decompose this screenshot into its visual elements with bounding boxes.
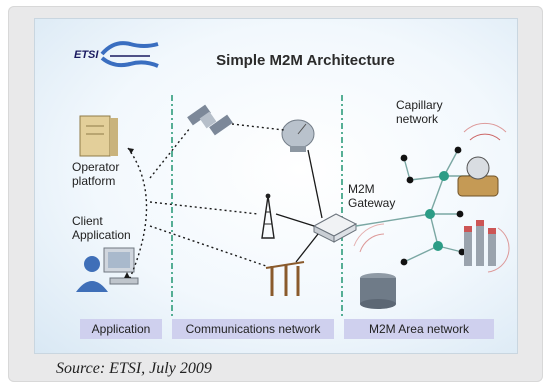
- domain-tab-communications: Communications network: [172, 319, 334, 339]
- capillary-links: [355, 149, 472, 263]
- bin-device-icon: [353, 223, 396, 309]
- domain-tab-application: Application: [80, 319, 162, 339]
- etsi-logo: ETSI: [74, 41, 159, 68]
- domain-tab-m2m-area: M2M Area network: [344, 319, 494, 339]
- capillary-nodes: [400, 146, 476, 266]
- satellite-icon: [187, 104, 233, 136]
- source-caption: Source: ETSI, July 2009: [56, 360, 212, 377]
- utility-pole-icon: [265, 261, 305, 296]
- diagram-title: Simple M2M Architecture: [216, 52, 395, 69]
- server-icon: [79, 115, 118, 157]
- gateway-links: [275, 149, 323, 263]
- meter-device-icon: [457, 122, 507, 197]
- comm-links: [149, 123, 285, 267]
- antenna-tower-icon: [261, 193, 275, 239]
- sensor-device-icon: [464, 220, 510, 273]
- client-computer-icon: [76, 247, 139, 292]
- etsi-logo-text: ETSI: [74, 49, 99, 61]
- diagram-slide: [34, 18, 518, 354]
- gateway-icon: [312, 213, 358, 243]
- satellite-dish-icon: [281, 119, 315, 152]
